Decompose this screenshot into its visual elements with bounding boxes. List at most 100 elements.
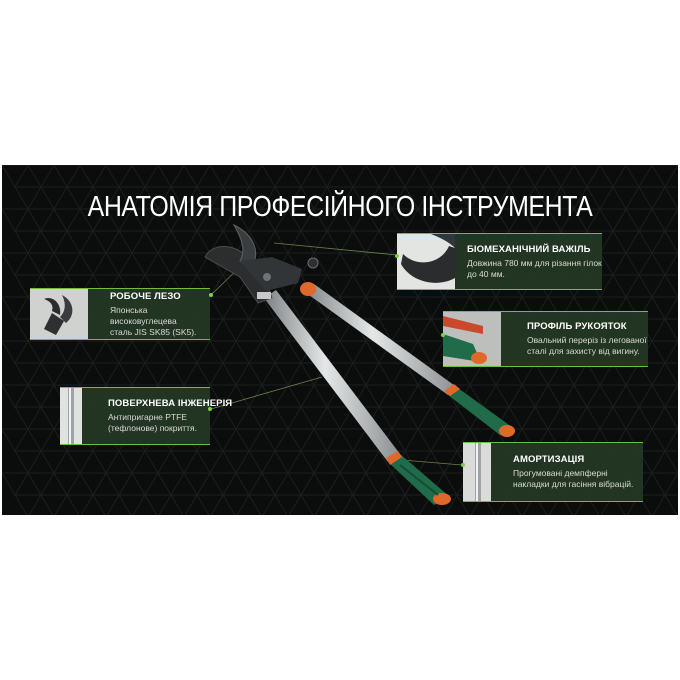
pattern-triangle: [235, 428, 263, 452]
pattern-triangle: [300, 230, 328, 254]
pattern-triangle: [105, 252, 133, 276]
pattern-triangle: [261, 340, 289, 364]
pattern-triangle: [27, 472, 55, 496]
pattern-triangle: [612, 186, 640, 210]
pattern-triangle: [274, 450, 302, 474]
callout-surface-dot: [208, 407, 212, 411]
pattern-triangle: [521, 384, 549, 408]
pattern-triangle: [53, 340, 81, 364]
pattern-triangle: [261, 208, 289, 232]
pattern-triangle: [443, 208, 471, 232]
pattern-triangle: [157, 208, 185, 232]
pattern-triangle: [443, 428, 471, 452]
pattern-triangle: [274, 494, 302, 515]
pattern-triangle: [183, 340, 211, 364]
pattern-triangle: [573, 428, 601, 452]
pattern-triangle: [14, 406, 42, 430]
pattern-triangle: [2, 472, 29, 496]
pattern-triangle: [625, 165, 653, 188]
pattern-triangle: [378, 362, 406, 386]
pattern-triangle: [326, 450, 354, 474]
pattern-triangle: [2, 384, 29, 408]
pattern-triangle: [248, 406, 276, 430]
pattern-triangle: [313, 384, 341, 408]
pattern-triangle: [586, 186, 614, 210]
pattern-triangle: [40, 450, 68, 474]
pattern-triangle: [2, 296, 29, 320]
pattern-triangle: [352, 450, 380, 474]
pattern-triangle: [664, 494, 678, 515]
pattern-triangle: [417, 208, 445, 232]
handle-thumbnail: [443, 312, 501, 366]
pattern-triangle: [157, 340, 185, 364]
pattern-triangle: [352, 186, 380, 210]
pattern-triangle: [352, 362, 380, 386]
pattern-triangle: [300, 406, 328, 430]
pattern-triangle: [183, 472, 211, 496]
pattern-triangle: [521, 165, 549, 188]
pattern-triangle: [92, 186, 120, 210]
pattern-triangle: [638, 186, 666, 210]
callout-handle-desc-line2: сталі для захисту від вигину.: [527, 346, 640, 356]
pattern-triangle: [248, 318, 276, 342]
pattern-triangle: [196, 494, 224, 515]
pattern-triangle: [612, 406, 640, 430]
pattern-triangle: [391, 208, 419, 232]
pattern-triangle: [261, 384, 289, 408]
pattern-triangle: [79, 340, 107, 364]
pattern-triangle: [651, 296, 678, 320]
pattern-triangle: [300, 318, 328, 342]
callout-surface: ПОВЕРХНЕВА ІНЖЕНЕРІЯ Антипригарне PTFE (…: [60, 387, 232, 445]
pattern-triangle: [27, 428, 55, 452]
pattern-triangle: [92, 230, 120, 254]
pattern-triangle: [92, 450, 120, 474]
pattern-triangle: [209, 165, 237, 188]
pattern-triangle: [222, 406, 250, 430]
pattern-triangle: [118, 230, 146, 254]
pattern-triangle: [222, 362, 250, 386]
callout-surface-title: ПОВЕРХНЕВА ІНЖЕНЕРІЯ: [108, 398, 233, 409]
pattern-triangle: [157, 472, 185, 496]
pattern-triangle: [339, 252, 367, 276]
pattern-triangle: [417, 296, 445, 320]
pattern-triangle: [417, 165, 445, 188]
pattern-triangle: [27, 208, 55, 232]
pattern-triangle: [118, 450, 146, 474]
pattern-triangle: [664, 274, 678, 298]
pattern-triangle: [495, 165, 523, 188]
pattern-triangle: [573, 208, 601, 232]
pattern-triangle: [144, 274, 172, 298]
pattern-triangle: [638, 230, 666, 254]
callout-surface-desc-line1: Антипригарне PTFE: [108, 412, 187, 422]
pattern-triangle: [365, 296, 393, 320]
pattern-triangle: [79, 208, 107, 232]
pattern-triangle: [313, 252, 341, 276]
pattern-triangle: [625, 296, 653, 320]
pattern-triangle: [599, 252, 627, 276]
pattern-triangle: [326, 494, 354, 515]
lopper-illustration: [204, 223, 515, 505]
pattern-triangle: [651, 340, 678, 364]
pattern-triangle: [443, 165, 471, 188]
pattern-triangle: [131, 472, 159, 496]
pattern-triangle: [170, 186, 198, 210]
pattern-triangle: [339, 340, 367, 364]
pattern-triangle: [27, 252, 55, 276]
pattern-triangle: [14, 230, 42, 254]
pattern-triangle: [170, 230, 198, 254]
pattern-triangle: [235, 165, 263, 188]
pattern-triangle: [66, 230, 94, 254]
pattern-triangle: [599, 208, 627, 232]
callout-blade: РОБОЧЕ ЛЕЗО Японська високовуглецева ста…: [30, 288, 210, 340]
pattern-triangle: [430, 186, 458, 210]
pattern-triangle: [651, 428, 678, 452]
pattern-triangle: [274, 186, 302, 210]
pattern-triangle: [664, 450, 678, 474]
pattern-triangle: [612, 274, 640, 298]
pattern-triangle: [2, 165, 29, 188]
pattern-triangle: [547, 208, 575, 232]
infographic-banner: АНАТОМІЯ ПРОФЕСІЙНОГО ІНСТРУМЕНТА: [2, 165, 678, 515]
pattern-triangle: [404, 494, 432, 515]
pattern-triangle: [79, 472, 107, 496]
pattern-triangle: [196, 274, 224, 298]
